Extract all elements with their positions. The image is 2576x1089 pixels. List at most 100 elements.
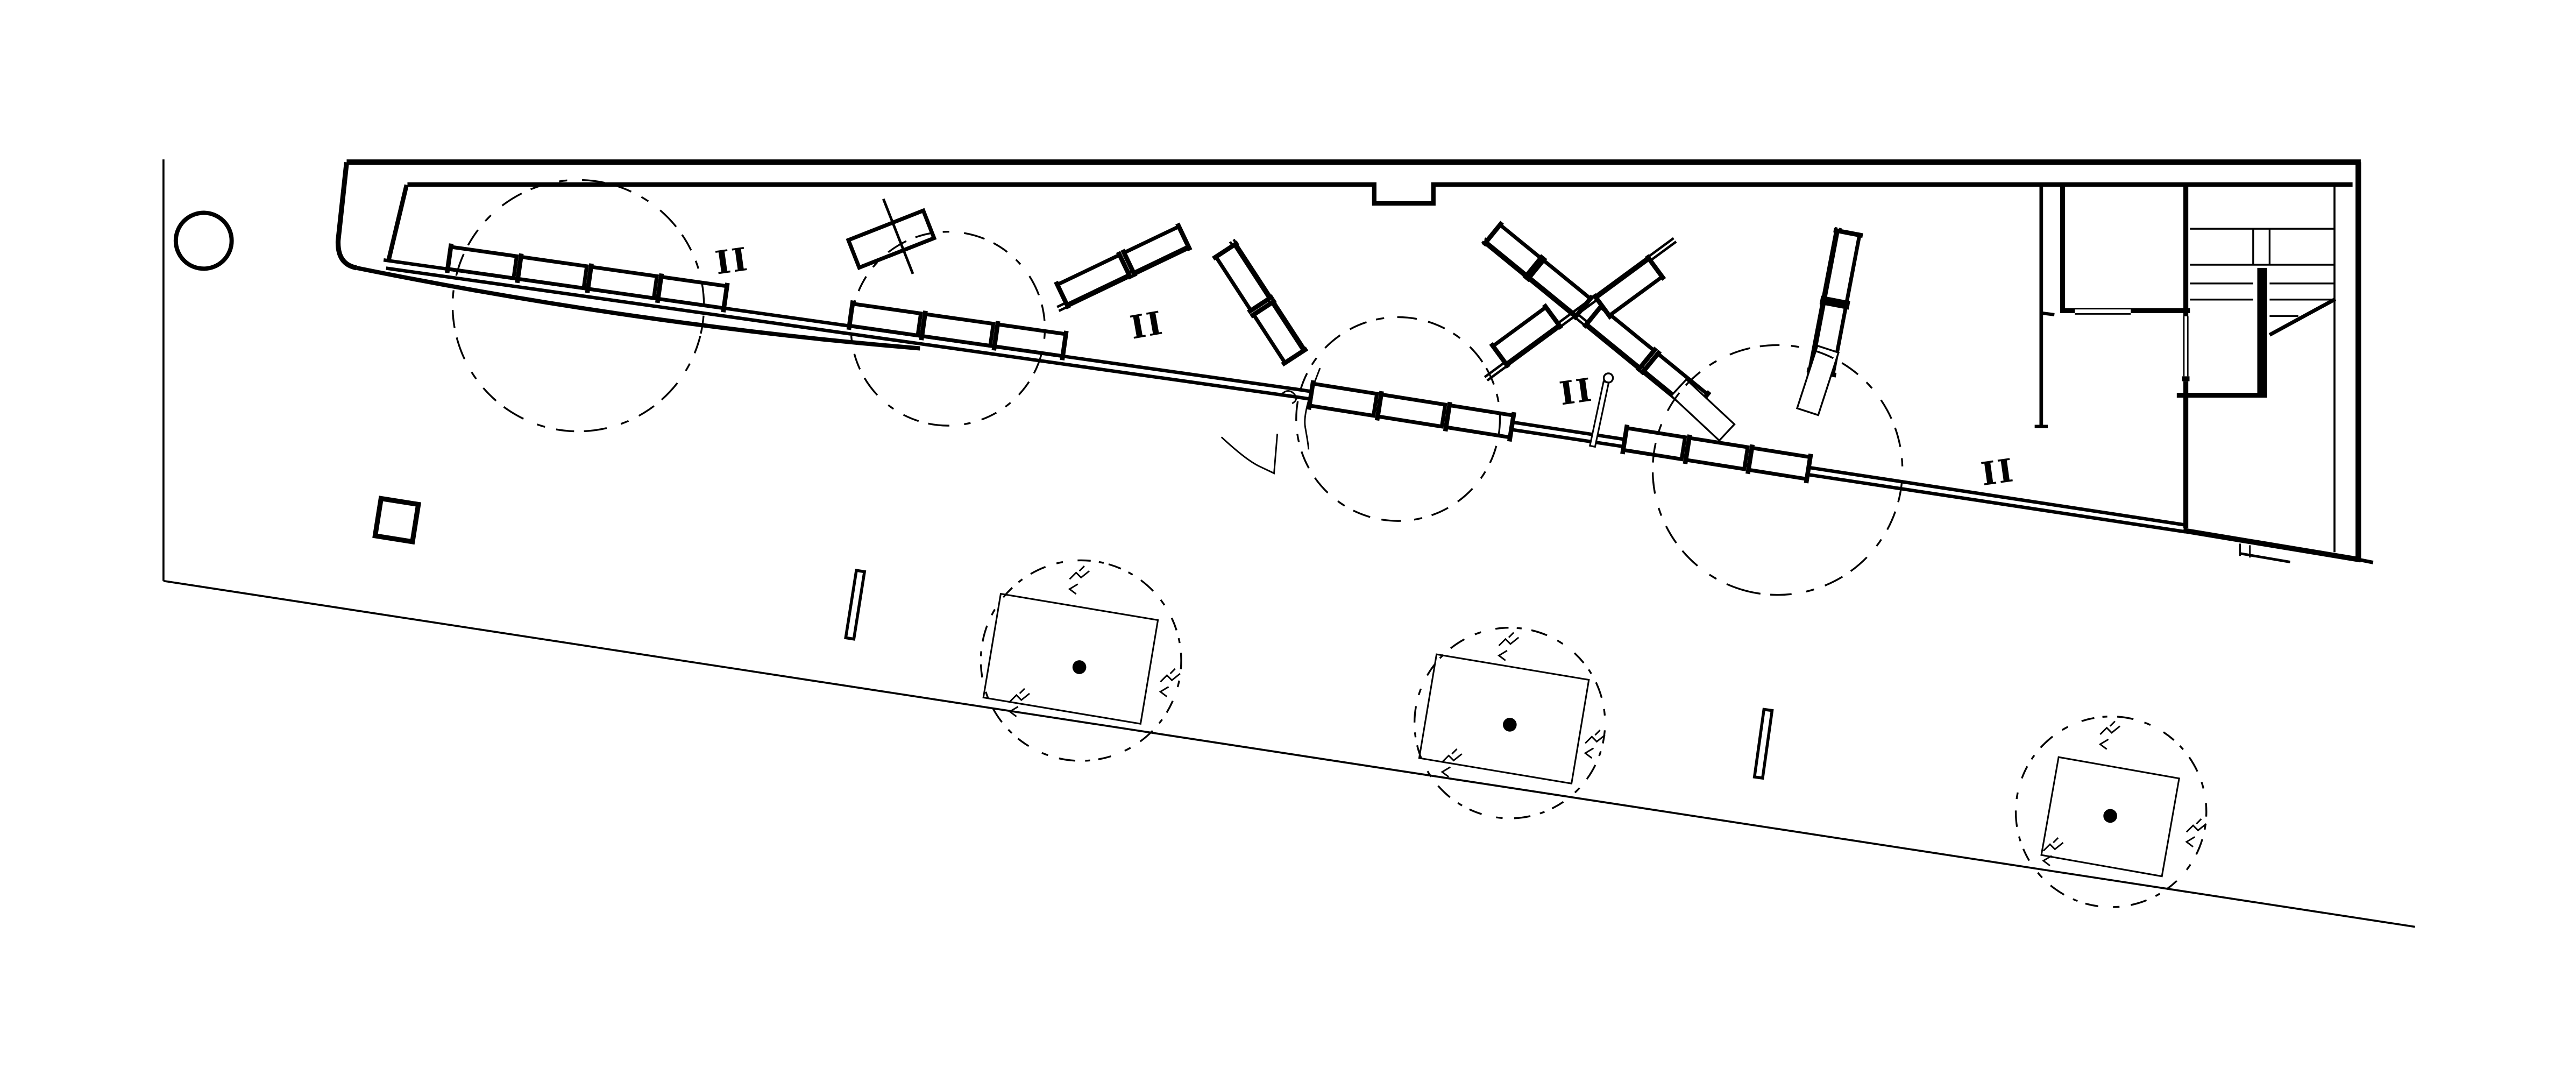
facade-bench-group-2-bench [919, 312, 996, 348]
cross-rail-ne-sw-armrest [1644, 254, 1666, 281]
street-tree-1-planter [982, 592, 1159, 725]
facade-bench-group-3-armrest [1374, 391, 1384, 421]
rail-group-a-rail [1058, 246, 1192, 312]
facade-bench-group-3-bench [1307, 381, 1379, 418]
street-tree-3-squiggle [2098, 720, 2120, 750]
building-left-corner [335, 161, 357, 271]
interior-wall-a1-stub [2041, 311, 2055, 316]
cross-rail-nw-se-armrest [1481, 221, 1504, 247]
lounger-single-edge [882, 198, 914, 274]
corner-circle-marker [173, 210, 234, 271]
facade-bench-group-2-armrest [846, 300, 855, 330]
facade-bench-group-1-armrest [585, 263, 594, 293]
canopy-circle-2 [850, 230, 1046, 427]
sketch-tree-line-1 [1304, 367, 1321, 450]
facade-bench-group-1-bench [585, 264, 659, 301]
sidewalk-line [163, 579, 2415, 928]
facade-bench-group-3-bench [1375, 392, 1447, 429]
flagpole-top [1602, 372, 1614, 384]
street-tree-3-canopy [2014, 715, 2208, 908]
bollard-marker-1 [844, 569, 867, 641]
cross-rail-nw-se-armrest [1635, 346, 1658, 373]
facade-bench-group-1-armrest [655, 273, 664, 303]
canopy-apron-edge [356, 265, 920, 351]
sketch-tree-line-3 [1281, 390, 1297, 405]
column-mark-label: II [1127, 304, 1167, 347]
canopy-circle-3 [1295, 316, 1501, 522]
inner-left-connector [386, 184, 409, 261]
rail-group-a-bench [1121, 224, 1191, 275]
rail-group-a-armrest [1054, 280, 1071, 310]
facade-bench-group-1-bench [445, 244, 519, 281]
right-wall-tail [2358, 557, 2374, 564]
rail-group-a-armrest [1120, 249, 1138, 278]
facade-lower-line [386, 266, 2185, 534]
street-tree-1-squiggle [1008, 688, 1030, 717]
stair-break-diagonal [2268, 297, 2337, 337]
facade-bench-group-4-armrest [1745, 444, 1755, 475]
street-tree-2-squiggle [1584, 729, 1606, 759]
facade-bench-group-1-armrest [721, 282, 730, 313]
facade-bench-group-4-armrest [1620, 424, 1630, 455]
cross-rail-nw-se-rail [1481, 241, 1693, 414]
cross-rail-ne-sw-armrest [1592, 293, 1613, 320]
cross-thin-bench [1670, 378, 1736, 442]
cross-rail-nw-se-armrest [1524, 256, 1548, 282]
rail-group-b-armrest [1212, 241, 1239, 261]
street-tree-1-squiggle [1068, 565, 1090, 595]
street-tree-2-canopy [1413, 627, 1606, 819]
facade-bench-group-2-bench [992, 322, 1068, 358]
facade-bench-group-4-armrest [1683, 434, 1692, 464]
rail-group-b-armrest [1250, 298, 1277, 319]
rail-group-b-bench [1213, 242, 1272, 313]
facade-bench-group-4-bench [1746, 445, 1813, 482]
facade-bench-group-2-armrest [1060, 330, 1069, 360]
bottom-wall-step [2239, 552, 2290, 563]
facade-bench-group-1-bench [656, 274, 729, 310]
facade-bench-group-1-bench [515, 254, 589, 291]
vertical-thin-bench [1796, 344, 1840, 416]
street-tree-3-trunk-dot [2103, 809, 2117, 823]
facade-bench-group-1-armrest [444, 243, 454, 273]
street-tree-2-planter [1418, 653, 1590, 785]
inner-top-line [407, 182, 2353, 206]
cross-rail-ne-sw-armrest [1542, 303, 1564, 330]
street-tree-3-planter [2040, 756, 2180, 878]
street-tree-1-squiggle [1159, 668, 1181, 697]
vertical-rail-bench [1822, 228, 1862, 305]
column-mark-label: II [1557, 371, 1595, 413]
street-tree-1-canopy [980, 559, 1182, 762]
lounger-single [846, 208, 937, 271]
facade-bench-group-3-bench [1444, 403, 1516, 440]
rail-group-b-armrest [1247, 294, 1274, 315]
street-tree-1-trunk-dot [1072, 660, 1087, 674]
facade-bench-group-3-armrest [1443, 401, 1452, 432]
cross-rail-ne-sw-armrest [1489, 342, 1510, 369]
rail-group-a-armrest [1116, 251, 1133, 280]
cross-rail-nw-se-bench [1584, 304, 1657, 371]
utility-square-marker [372, 496, 422, 545]
vertical-rail-armrest [1819, 299, 1850, 310]
cross-rail-nw-se-armrest [1522, 254, 1545, 280]
street-tree-2-squiggle [1498, 632, 1520, 661]
column-mark-label: II [713, 241, 751, 282]
facade-bench-group-1-armrest [515, 253, 524, 284]
street-tree-3-squiggle [2185, 818, 2207, 848]
column-mark-label: II [1979, 451, 2017, 493]
street-tree-2-trunk-dot [1502, 718, 1517, 732]
facade-bench-group-2-armrest [919, 310, 928, 341]
rail-group-b-armrest [1281, 346, 1309, 367]
street-tree-2-squiggle [1440, 748, 1463, 778]
facade-bench-group-2-armrest [991, 321, 1000, 351]
vertical-rail-armrest [1833, 228, 1863, 238]
bollard-marker-2 [1752, 708, 1774, 780]
cross-rail-nw-se-armrest [1639, 349, 1662, 376]
facade-bench-group-4-bench [1683, 435, 1750, 471]
rail-group-b-rail [1232, 238, 1307, 351]
cross-rail-nw-se-armrest [1582, 302, 1605, 329]
sketch-tree-line-2 [1220, 434, 1279, 475]
street-tree-3-squiggle [2042, 837, 2064, 867]
canopy-circle-1 [451, 179, 705, 433]
canopy-circle-4 [1651, 344, 1904, 596]
